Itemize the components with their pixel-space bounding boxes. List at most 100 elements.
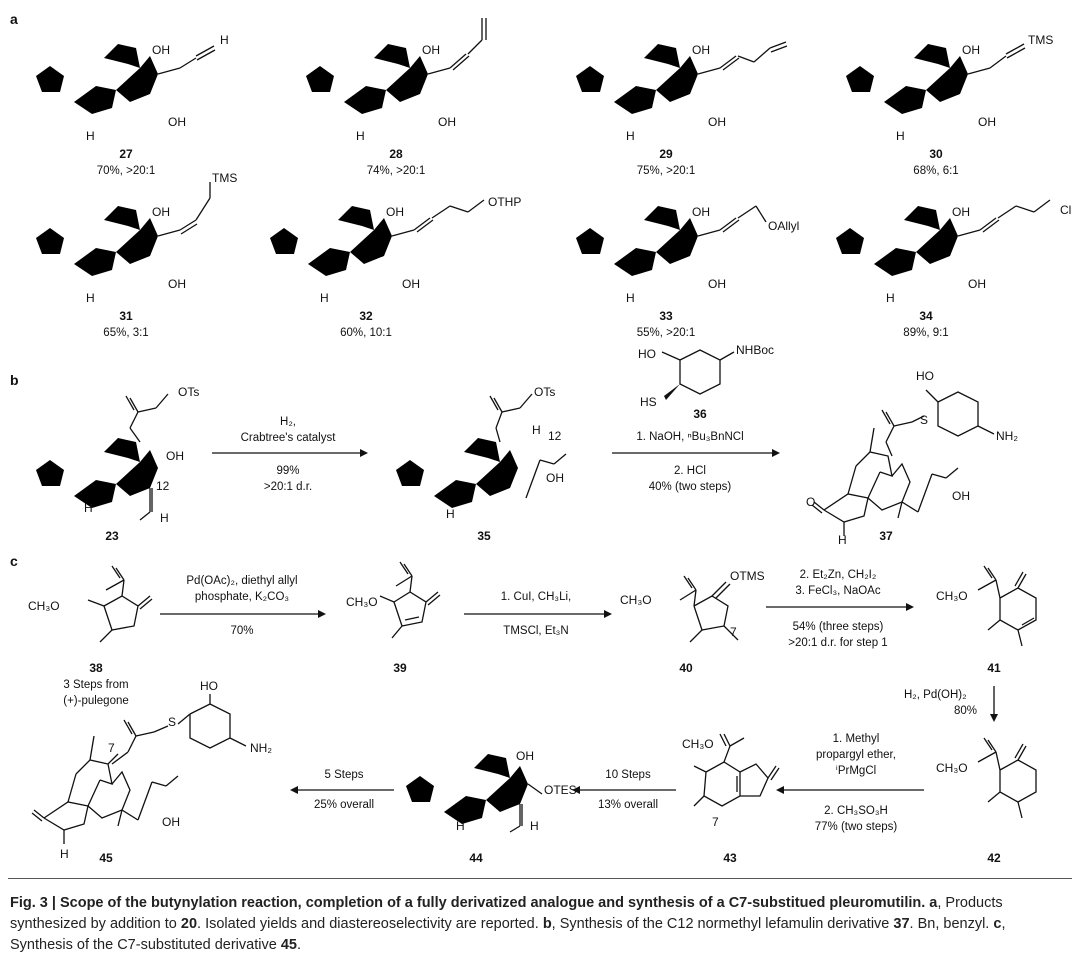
reagent-line4: 2. CH₃SO₃H bbox=[824, 805, 888, 817]
section-c-label: c bbox=[10, 553, 18, 569]
oh-label: OH bbox=[952, 205, 970, 219]
yield-29: 75%, >20:1 bbox=[637, 165, 696, 177]
structure-44 bbox=[406, 730, 543, 838]
structure-28 bbox=[306, 18, 487, 128]
h-label: H bbox=[446, 507, 455, 521]
reagent-line2: TMSCl, Et₃N bbox=[503, 625, 568, 637]
h-label: H bbox=[626, 291, 635, 305]
note-38-line1: 3 Steps from bbox=[63, 679, 128, 691]
caption-a-compound: 20 bbox=[180, 916, 198, 932]
figure-caption: Fig. 3 | Scope of the butynylation react… bbox=[10, 893, 1070, 956]
reagent-h2: H₂, bbox=[280, 416, 296, 428]
caption-b-text2: . Bn, benzyl. bbox=[909, 916, 990, 932]
compound-id-43: 43 bbox=[723, 851, 737, 865]
caption-a-text: , Products synthesized by addition to bbox=[10, 895, 1003, 932]
oh-label: OH bbox=[166, 449, 184, 463]
compound-id-39: 39 bbox=[393, 661, 407, 675]
ho-label: HO bbox=[200, 679, 218, 693]
compound-id-40: 40 bbox=[679, 661, 693, 675]
yield-27: 70%, >20:1 bbox=[97, 165, 156, 177]
oh-label: OH bbox=[152, 205, 170, 219]
yield-28: 74%, >20:1 bbox=[367, 165, 426, 177]
methoxy-label: CH₃O bbox=[936, 589, 968, 603]
structure-29 bbox=[576, 20, 788, 128]
substituent-32: OTHP bbox=[488, 195, 521, 209]
h-label: H bbox=[160, 511, 169, 525]
caption-c-text: , Synthesis of the C7-substituted deriva… bbox=[10, 916, 1006, 953]
yield-step1: 99% bbox=[276, 465, 299, 477]
s-label: S bbox=[920, 413, 928, 427]
oh-label: OH bbox=[168, 115, 186, 129]
oh-label: OH bbox=[152, 43, 170, 57]
nhboc-label: NHBoc bbox=[736, 343, 774, 357]
reagent-line1: 5 Steps bbox=[325, 769, 364, 781]
compound-id-45: 45 bbox=[99, 851, 113, 865]
compound-id-42: 42 bbox=[987, 851, 1001, 865]
compound-id-41: 41 bbox=[987, 661, 1001, 675]
otes-label: OTES bbox=[544, 783, 577, 797]
structure-45 bbox=[31, 694, 247, 844]
dr-note: >20:1 d.r. for step 1 bbox=[788, 637, 887, 649]
reaction-arrow-left bbox=[572, 786, 676, 794]
hs-label: HS bbox=[640, 395, 657, 409]
section-a-label: a bbox=[10, 11, 18, 27]
methoxy-label: CH₃O bbox=[28, 599, 60, 613]
substituent-33: OAllyl bbox=[768, 219, 799, 233]
h-label: H bbox=[86, 129, 95, 143]
caption-divider bbox=[8, 878, 1072, 879]
yield: 54% (three steps) bbox=[793, 621, 884, 633]
structure-27 bbox=[36, 20, 216, 128]
ho-label: HO bbox=[638, 347, 656, 361]
reagent-line2: propargyl ether, bbox=[816, 749, 896, 761]
caption-c-label: c bbox=[993, 916, 1002, 932]
reagent-line1: Pd(OAc)₂, diethyl allyl bbox=[186, 575, 297, 587]
h-label: H bbox=[838, 533, 847, 547]
structure-42 bbox=[977, 737, 1037, 819]
position-7: 7 bbox=[712, 815, 719, 829]
oh-label: OH bbox=[438, 115, 456, 129]
o-label: O bbox=[806, 495, 815, 509]
reagent-line2: 3. FeCl₃, NaOAc bbox=[795, 585, 880, 597]
yield-31: 65%, 3:1 bbox=[103, 327, 148, 339]
substituent-30: TMS bbox=[1028, 33, 1053, 47]
h-label: H bbox=[60, 847, 69, 861]
structure-41 bbox=[977, 565, 1037, 647]
compound-id-38: 38 bbox=[89, 661, 103, 675]
yield: 70% bbox=[230, 625, 253, 637]
h-label: H bbox=[320, 291, 329, 305]
structure-23 bbox=[36, 393, 170, 522]
oh-label: OH bbox=[168, 277, 186, 291]
reaction-arrow bbox=[464, 610, 612, 618]
oh-label: OH bbox=[692, 205, 710, 219]
compound-id-29: 29 bbox=[659, 147, 673, 161]
reagent-line1: H₂, Pd(OH)₂ bbox=[904, 689, 967, 701]
ho-label: HO bbox=[916, 369, 934, 383]
caption-c-compound: 45 bbox=[280, 937, 297, 953]
oh-label: OH bbox=[708, 277, 726, 291]
substituent-34: Cl bbox=[1060, 203, 1071, 217]
h-label: H bbox=[356, 129, 365, 143]
yield-30: 68%, 6:1 bbox=[913, 165, 958, 177]
oh-label: OH bbox=[708, 115, 726, 129]
compound-id-23: 23 bbox=[105, 529, 119, 543]
h-label: H bbox=[886, 291, 895, 305]
reagent-crabtree: Crabtree's catalyst bbox=[241, 432, 337, 444]
h-label: H bbox=[84, 501, 93, 515]
position-12: 12 bbox=[548, 429, 562, 443]
h-12-label: H bbox=[532, 423, 541, 437]
s-label: S bbox=[168, 715, 176, 729]
reaction-arrow-down bbox=[990, 686, 998, 722]
reagent-line1: 1. Methyl bbox=[833, 733, 880, 745]
reaction-arrow bbox=[766, 603, 914, 611]
caption-b-compound: 37 bbox=[893, 916, 910, 932]
oh-label: OH bbox=[952, 489, 970, 503]
h-label: H bbox=[86, 291, 95, 305]
nh2-label: NH₂ bbox=[996, 429, 1018, 443]
compound-id-36: 36 bbox=[693, 407, 707, 421]
structure-36 bbox=[661, 349, 735, 400]
oh-label: OH bbox=[516, 749, 534, 763]
note-38-line2: (+)-pulegone bbox=[63, 695, 129, 707]
compound-id-44: 44 bbox=[469, 851, 483, 865]
reagent-line1: 2. Et₂Zn, CH₂I₂ bbox=[800, 569, 877, 581]
